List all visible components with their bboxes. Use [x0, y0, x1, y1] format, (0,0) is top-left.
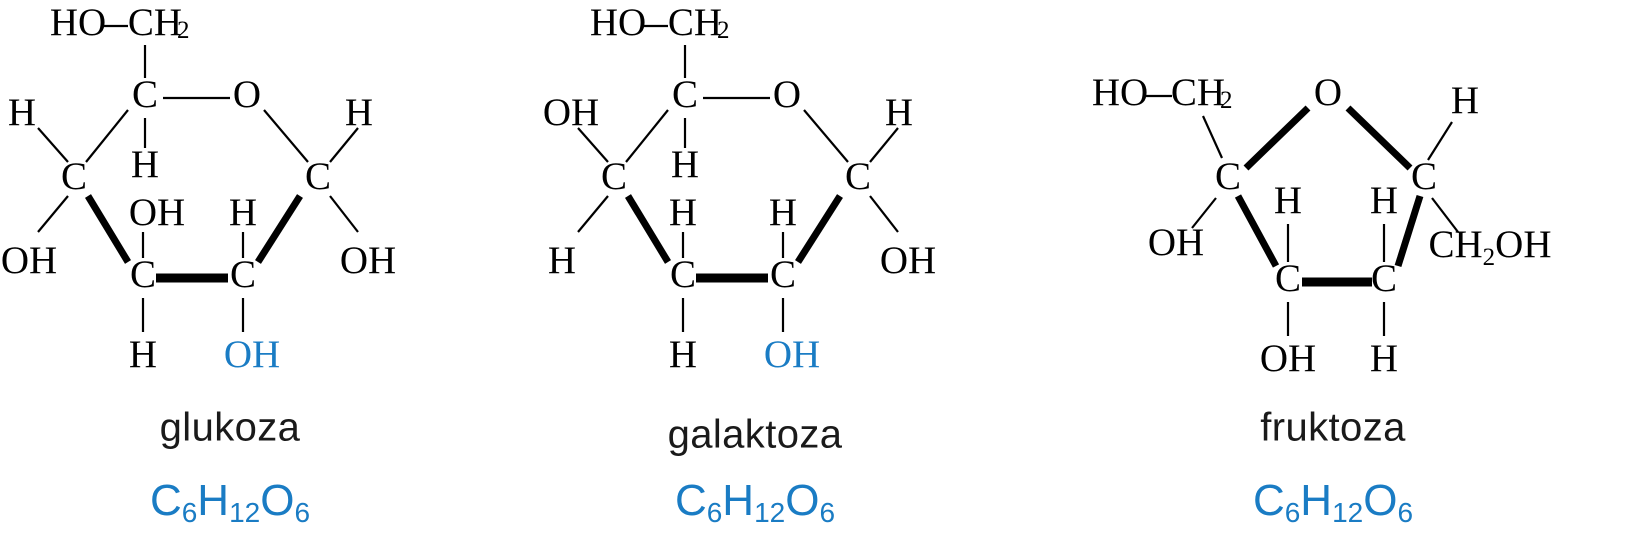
- bond-c2-o: [1243, 105, 1311, 171]
- label-ring-c4: C: [1371, 257, 1397, 300]
- label-c2-up: H: [769, 191, 797, 234]
- bond-c5-h: [1427, 121, 1453, 161]
- molecule-name-glucose: glukoza: [160, 406, 301, 450]
- bond-c2-c1: [255, 194, 303, 264]
- molecule-name-galactose: galaktoza: [668, 413, 843, 457]
- bond-c1-down: [869, 195, 899, 233]
- label-ho-exocyclic: HO: [50, 1, 106, 44]
- bond-c4-up: [577, 127, 609, 163]
- label-c4-down: OH: [1, 239, 57, 282]
- molecule-formula-galactose: C6H12O6: [675, 476, 835, 529]
- label-ch2-exocyclic: CH 2: [128, 1, 190, 44]
- label-ring-c3: C: [670, 253, 696, 296]
- molecule-fructose: HO CH 2 O C C OH H CH2OH C C H OH H H fr…: [1080, 0, 1628, 548]
- svg-text:CH: CH: [668, 1, 722, 44]
- bond-c4-c3: [625, 194, 671, 264]
- bond-c2-oh: [1191, 197, 1217, 229]
- bond-c5-ch2oh: [1431, 197, 1459, 233]
- molecule-name-fructose: fruktoza: [1260, 406, 1406, 450]
- label-ring-c2: C: [1215, 155, 1241, 198]
- label-c4-up: H: [1370, 179, 1398, 222]
- label-ring-o: O: [233, 73, 261, 116]
- label-ho-exocyclic: HO: [590, 1, 646, 44]
- label-c1-down: OH: [880, 239, 936, 282]
- label-c3-down: H: [669, 333, 697, 376]
- svg-text:2: 2: [177, 17, 190, 44]
- label-c4-up: H: [8, 91, 36, 134]
- label-c4-down: H: [548, 239, 576, 282]
- svg-text:2: 2: [717, 17, 730, 44]
- label-ring-c3: C: [1275, 257, 1301, 300]
- label-c3-up: H: [669, 191, 697, 234]
- label-ring-c5: C: [1411, 155, 1437, 198]
- label-ring-c4: C: [61, 155, 87, 198]
- fructose-structure: HO CH 2 O C C OH H CH2OH C C H OH H H fr…: [1092, 71, 1552, 529]
- bond-c4-down: [37, 195, 69, 233]
- bond-c1-down: [329, 195, 359, 233]
- label-c3-down: H: [129, 333, 157, 376]
- svg-text:2: 2: [1220, 87, 1233, 114]
- label-c3-up: H: [1274, 179, 1302, 222]
- label-c5-ch2oh: CH2OH: [1428, 223, 1551, 271]
- molecule-formula-glucose: C6H12O6: [150, 476, 310, 529]
- label-c4-up: OH: [543, 91, 599, 134]
- label-ring-c2: C: [770, 253, 796, 296]
- svg-text:CH: CH: [128, 1, 182, 44]
- svg-text:C6H12O6: C6H12O6: [150, 476, 310, 529]
- label-ring-c5: C: [672, 73, 698, 116]
- bond-c2-c1: [795, 194, 843, 264]
- label-ho-exocyclic: HO: [1092, 71, 1148, 114]
- label-c2-down-anomeric: OH: [764, 333, 820, 376]
- label-ring-c3: C: [130, 253, 156, 296]
- label-ch2-exocyclic: CH 2: [668, 1, 730, 44]
- label-c1-down: OH: [340, 239, 396, 282]
- label-ring-c1: C: [845, 155, 871, 198]
- bond-c4-c5: [1394, 194, 1424, 268]
- bond-c1-up: [329, 127, 359, 163]
- label-ring-c5: C: [132, 73, 158, 116]
- bond-o-c1: [263, 109, 309, 163]
- label-c2-oh-left: OH: [1148, 221, 1204, 264]
- label-c3-down: OH: [1260, 337, 1316, 380]
- bond-o-c5: [1345, 105, 1413, 171]
- bond-c1-up: [869, 127, 899, 163]
- label-ring-c1: C: [305, 155, 331, 198]
- svg-text:CH2OH: CH2OH: [1428, 223, 1551, 271]
- label-c2-down-anomeric: OH: [224, 333, 280, 376]
- label-c5-h-up: H: [1451, 79, 1479, 122]
- label-c1-up: H: [885, 91, 913, 134]
- label-c1-up: H: [345, 91, 373, 134]
- label-ring-c4: C: [601, 155, 627, 198]
- label-c4-down: H: [1370, 337, 1398, 380]
- svg-text:C6H12O6: C6H12O6: [1253, 476, 1413, 529]
- bond-c2-c3: [1234, 194, 1280, 268]
- bond-c4-c3: [85, 194, 131, 264]
- bond-o-c1: [803, 109, 849, 163]
- label-c5-h-down: H: [131, 143, 159, 186]
- bond-ch2-c2: [1201, 115, 1224, 159]
- glucose-structure: HO CH 2 C O H C C H OH H OH C C OH H H O…: [1, 1, 396, 529]
- svg-text:CH: CH: [1171, 71, 1225, 114]
- label-ring-c2: C: [230, 253, 256, 296]
- galactose-structure: HO CH 2 C O H C C OH H H OH C C H H H OH…: [543, 1, 936, 529]
- bond-c5-c4: [625, 109, 669, 163]
- label-c2-up: H: [229, 191, 257, 234]
- molecule-galactose: HO CH 2 C O H C C OH H H OH C C H H H OH…: [540, 0, 1080, 548]
- label-ring-o: O: [773, 73, 801, 116]
- label-c3-up: OH: [129, 191, 185, 234]
- label-c5-h-down: H: [671, 143, 699, 186]
- label-ring-o: O: [1314, 71, 1342, 114]
- molecule-formula-fructose: C6H12O6: [1253, 476, 1413, 529]
- bond-c4-up: [37, 127, 69, 163]
- label-ch2-exocyclic: CH 2: [1171, 71, 1233, 114]
- bond-c5-c4: [85, 109, 129, 163]
- svg-text:C6H12O6: C6H12O6: [675, 476, 835, 529]
- molecule-glucose: HO CH 2 C O H C C H OH H OH C C OH H H O…: [0, 0, 540, 548]
- bond-c4-down: [577, 195, 609, 233]
